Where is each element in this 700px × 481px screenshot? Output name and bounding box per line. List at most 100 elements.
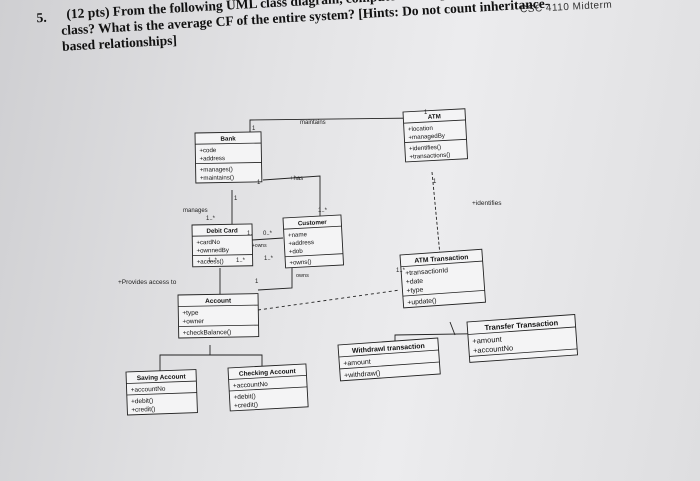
class-account-attr: +type bbox=[182, 310, 199, 317]
class-withdraw-attr: +amount bbox=[343, 359, 371, 368]
class-customer-divider-0 bbox=[283, 225, 342, 230]
class-bank-box bbox=[194, 131, 263, 184]
class-checking-divider-1 bbox=[229, 386, 308, 392]
class-atm: ATM +location+managedBy +identifies()+tran… bbox=[402, 108, 469, 163]
mult-account-customer: 1..* bbox=[236, 258, 246, 264]
label-has: +has bbox=[290, 176, 303, 182]
class-atmtx-name: ATM Transaction bbox=[414, 254, 469, 265]
class-debit-attr: +cardNo bbox=[196, 239, 220, 246]
class-checking-attr: +accountNo bbox=[233, 381, 269, 390]
mult-debit-bank: 1..* bbox=[206, 216, 216, 222]
mult-bank-atm: 1 bbox=[252, 126, 256, 132]
class-saving-divider-0 bbox=[126, 380, 197, 384]
class-debit: Debit Card+cardNo+ownnedBy+access() bbox=[191, 223, 254, 268]
class-atm-divider-1 bbox=[404, 138, 467, 143]
class-account-box bbox=[177, 293, 260, 339]
class-saving-attr: +accountNo bbox=[131, 386, 166, 394]
class-transfer-attr: +amount bbox=[472, 335, 503, 346]
class-account-name: Account bbox=[205, 298, 232, 305]
class-withdraw-divider-0 bbox=[338, 349, 439, 358]
label-identifies: +identifies bbox=[472, 200, 502, 207]
class-atm-op: +identifies() bbox=[409, 144, 441, 153]
class-bank-name: Bank bbox=[220, 135, 236, 142]
class-bank-divider-1 bbox=[195, 162, 262, 164]
class-bank-divider-0 bbox=[195, 142, 262, 145]
class-checking-divider-0 bbox=[228, 375, 307, 380]
class-checking-box bbox=[227, 363, 309, 412]
class-atmtx-attr: +type bbox=[406, 287, 423, 295]
mult-tx-atm: 1..* bbox=[396, 268, 406, 274]
class-transfer-divider-1 bbox=[469, 348, 578, 357]
mult-customer-debit: 0..* bbox=[263, 231, 273, 237]
class-checking: Checking Account+accountNo+debit()+credi… bbox=[227, 363, 309, 412]
mult-atm-bank: 1 bbox=[424, 110, 428, 116]
class-atm-name: ATM bbox=[428, 113, 441, 121]
class-debit-name: Debit Card bbox=[206, 227, 238, 235]
class-account-attr: +owner bbox=[182, 318, 204, 325]
class-atm-attr: +location bbox=[408, 125, 434, 133]
class-debit-box bbox=[191, 223, 254, 268]
label-owns: owns bbox=[296, 273, 309, 279]
class-withdraw-op: +withdraw() bbox=[344, 370, 381, 380]
class-bank-op: +maintains() bbox=[200, 174, 234, 182]
label-owns-small: +owns bbox=[252, 243, 267, 249]
class-transfer-divider-0 bbox=[467, 326, 576, 335]
class-atmtx-op: +update() bbox=[407, 298, 437, 307]
class-bank-op: +manages() bbox=[200, 166, 233, 174]
assoc-account-tx bbox=[257, 289, 401, 311]
class-atmtx-attr: +transactionId bbox=[405, 267, 448, 277]
class-saving: Saving Account +accountNo +debit()+credit(… bbox=[125, 369, 198, 416]
mult-bank-debit: 1 bbox=[234, 196, 238, 202]
class-withdraw-divider-1 bbox=[339, 361, 440, 370]
assoc-debit-customer bbox=[251, 237, 284, 241]
class-account-divider-0 bbox=[178, 304, 259, 307]
mult-account-left: 1 bbox=[255, 279, 259, 285]
class-customer: Customer +name+address+dob +owns() bbox=[282, 214, 345, 269]
class-account-op: +checkBalance() bbox=[183, 329, 232, 337]
class-customer-op: +owns() bbox=[289, 259, 312, 267]
class-debit-attr: +ownnedBy bbox=[196, 247, 230, 255]
class-withdraw-box bbox=[337, 337, 441, 382]
class-bank-attr: +code bbox=[199, 147, 217, 154]
assoc-customer-account bbox=[257, 262, 293, 291]
class-saving-box bbox=[125, 369, 198, 416]
mult-atm-tx: 1 bbox=[433, 179, 437, 185]
inherit-tx-stem bbox=[449, 321, 456, 336]
mult-bank-customer: 1 bbox=[257, 180, 261, 186]
class-atmtx-box bbox=[399, 248, 486, 309]
class-customer-attr: +name bbox=[288, 231, 308, 239]
mult-debit-customer: 1. bbox=[247, 231, 252, 237]
class-saving-op: +credit() bbox=[131, 406, 155, 414]
class-customer-divider-1 bbox=[285, 253, 343, 258]
class-atm-divider-0 bbox=[403, 119, 466, 124]
class-atm-op: +transactions() bbox=[409, 152, 450, 161]
class-withdraw: Withdrawl transaction+amount+withdraw() bbox=[337, 337, 441, 382]
class-atmtx: ATM Transaction +transactionId+date+type +… bbox=[399, 248, 486, 309]
class-debit-divider-1 bbox=[192, 254, 253, 256]
class-customer-attr: +address bbox=[288, 239, 314, 247]
class-customer-name: Customer bbox=[298, 219, 328, 228]
label-manages: manages bbox=[183, 208, 208, 214]
assoc-atm-tx bbox=[431, 171, 441, 256]
class-saving-op: +debit() bbox=[131, 398, 153, 406]
class-debit-divider-0 bbox=[192, 234, 253, 237]
class-atmtx-attr: +date bbox=[406, 278, 424, 286]
class-saving-divider-1 bbox=[126, 392, 197, 396]
class-atmtx-divider-0 bbox=[400, 260, 483, 268]
mult-account-debit: 1..* bbox=[208, 258, 218, 264]
class-checking-op: +debit() bbox=[233, 393, 256, 401]
class-transfer-attr: +accountNo bbox=[473, 343, 514, 355]
class-transfer: Transfer Transaction+amount+accountNo bbox=[466, 313, 579, 363]
class-saving-name: Saving Account bbox=[137, 373, 187, 382]
class-account: Account +type+owner +checkBalance() bbox=[177, 293, 260, 339]
assoc-bank-customer bbox=[262, 175, 321, 218]
class-bank-attr: +address bbox=[199, 155, 225, 162]
assoc-bank-atm bbox=[249, 112, 421, 133]
label-provides-access: +Provides access to bbox=[118, 279, 177, 286]
class-customer-attr: +dob bbox=[289, 248, 304, 256]
class-atm-attr: +managedBy bbox=[408, 132, 446, 141]
inherit-account-branch bbox=[159, 354, 263, 372]
class-checking-name: Checking Account bbox=[239, 368, 297, 378]
